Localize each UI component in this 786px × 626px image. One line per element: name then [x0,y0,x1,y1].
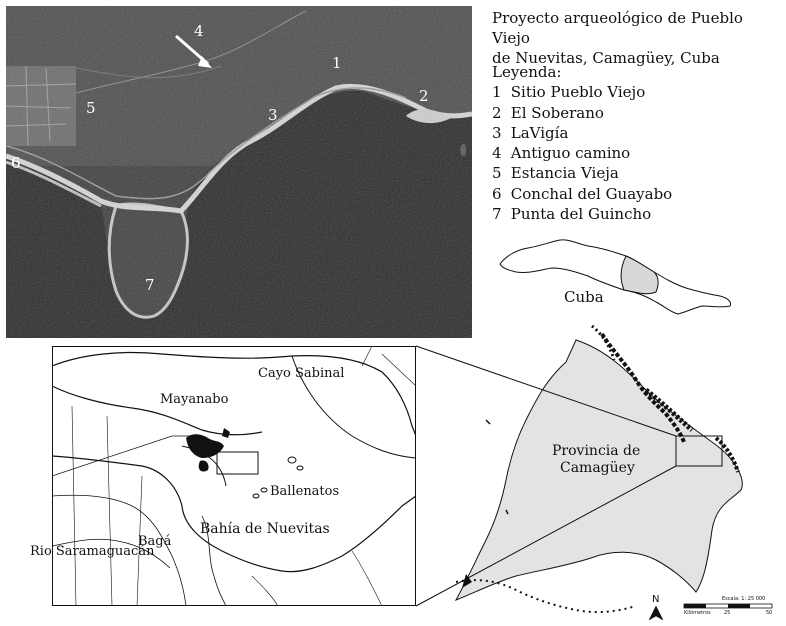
legend: Leyenda: 1 Sitio Pueblo Viejo 2 El Sober… [492,62,782,224]
legend-item: 1 Sitio Pueblo Viejo [492,83,646,102]
scale-title: Escala: 1: 25 000 [722,596,766,602]
label-baga: Bagá [138,534,172,549]
legend-item: 5 Estancia Vieja [492,164,619,183]
aerial-marker-4: 4 [194,22,204,40]
legend-item: 4 Antiguo camino [492,144,631,163]
cuba-outline [499,239,731,315]
aerial-marker-3: 3 [268,106,278,124]
aerial-marker-5: 5 [86,99,96,117]
scale-tick-25: 25 [724,610,731,616]
scale-tick-50: 50 [766,610,773,616]
legend-item: 3 LaVigía [492,123,569,142]
aerial-marker-6: 6 [11,154,21,172]
aerial-marker-2: 2 [419,87,429,105]
legend-heading: Leyenda: [492,63,562,81]
aerial-marker-7: 7 [145,276,155,294]
legend-item: 6 Conchal del Guayabo [492,184,673,203]
aerial-marker-1: 1 [332,54,342,72]
bay-map: Cayo Sabinal Mayanabo Ballenatos Bahía d… [30,346,416,606]
label-ballenatos: Ballenatos [270,484,340,499]
cuba-label: Cuba [564,288,604,306]
province-map: Provincia de Camagüey N Escala: 1: 25 00… [416,320,786,626]
map-title-line-2: de Nuevitas, Camagüey, Cuba [492,49,720,67]
study-area-box [216,451,259,475]
north-arrow-icon [648,605,664,621]
label-cayo-sabinal: Cayo Sabinal [258,366,345,381]
bay-map-frame [52,346,416,606]
legend-item: 7 Punta del Guincho [492,205,652,224]
label-provincia: Provincia de [552,443,641,459]
north-label: N [652,594,660,605]
legend-item: 2 El Soberano [492,103,604,122]
map-title-line-1: Proyecto arqueológico de Pueblo Viejo [492,9,743,47]
camaguey-highlight [620,255,659,295]
scale-unit: Kilómetros [684,610,711,616]
cayo-sabinal-coast [52,351,416,437]
aerial-photo: 1 2 3 4 5 6 7 [6,6,472,338]
label-bahia-de-nuevitas: Bahía de Nuevitas [200,521,330,537]
nuevitas-town [186,434,224,458]
label-rio-saramaguacan: Rio Saramaguacán [30,544,155,559]
aerial-grain [6,6,472,338]
label-camaguey: Camagüey [560,460,635,476]
cuba-inset-map: Cuba [499,239,731,315]
label-mayanabo: Mayanabo [160,392,229,407]
map-title: Proyecto arqueológico de Pueblo Viejo de… [492,8,782,68]
bay-south-coast [52,455,416,573]
bay-inset-box [675,435,723,467]
